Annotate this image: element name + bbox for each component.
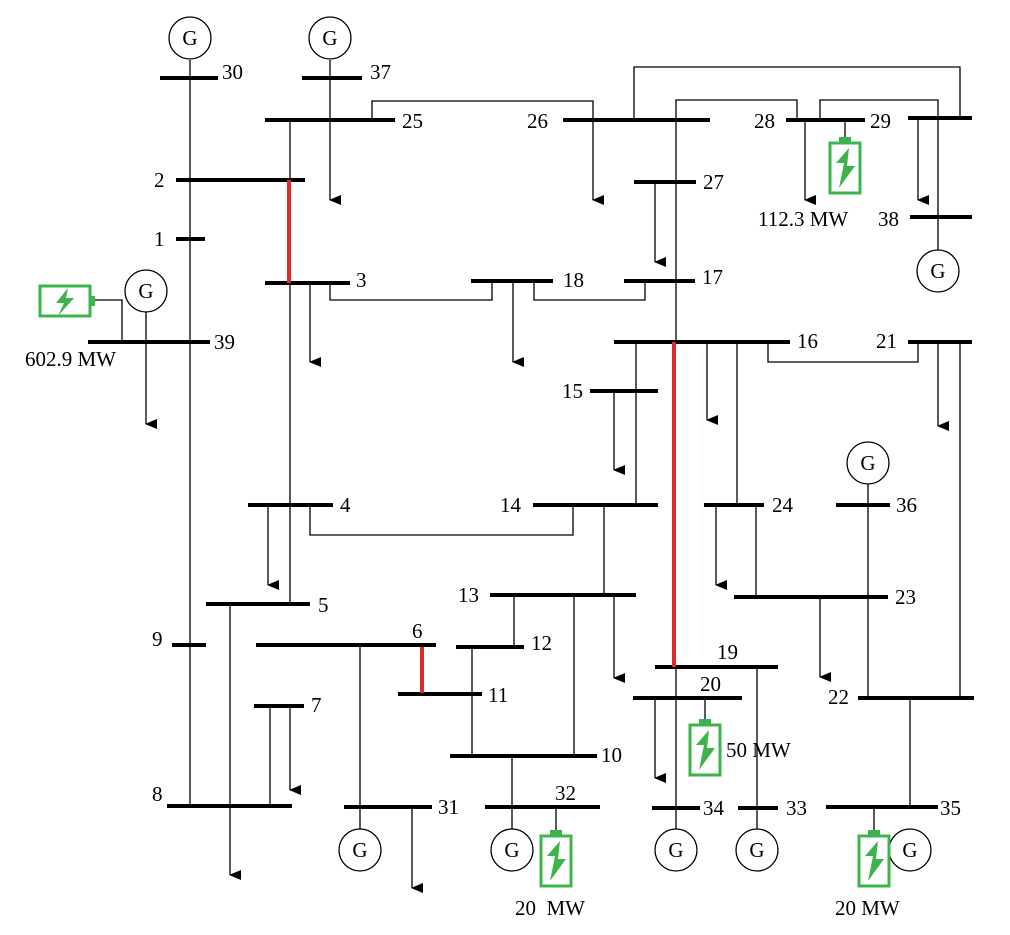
loads xyxy=(145,118,949,893)
storage-labels: 602.9 MW 112.3 MW 50 MW 20 MW 20 MW xyxy=(25,207,900,920)
line-4-14 xyxy=(309,505,574,536)
bus-label-38: 38 xyxy=(878,207,899,231)
line-3-18 xyxy=(329,281,493,301)
bus-label-9: 9 xyxy=(152,627,163,651)
bus-label-36: 36 xyxy=(896,493,917,517)
bus-label-33: 33 xyxy=(786,796,807,820)
svg-text:G: G xyxy=(860,451,875,475)
svg-text:G: G xyxy=(182,26,197,50)
battery-storage-icon xyxy=(38,284,95,318)
bus-label-3: 3 xyxy=(356,268,367,292)
generator-icon: G xyxy=(338,828,382,872)
bus-label-14: 14 xyxy=(500,493,522,517)
bus-label-6: 6 xyxy=(412,619,423,643)
bus-label-37: 37 xyxy=(370,60,391,84)
bus-label-28: 28 xyxy=(754,109,775,133)
bus-label-21: 21 xyxy=(876,329,897,353)
storage-label-32: 20 MW xyxy=(515,896,585,920)
svg-text:G: G xyxy=(322,26,337,50)
line-18-17 xyxy=(533,281,646,301)
generators: G G G G G G G G xyxy=(124,16,960,872)
bus-label-29: 29 xyxy=(870,109,891,133)
highlighted-lines xyxy=(287,180,676,693)
bus-label-20: 20 xyxy=(700,672,721,696)
bus-label-8: 8 xyxy=(152,782,163,806)
bus-label-35: 35 xyxy=(940,796,961,820)
generator-icon: G xyxy=(916,249,960,293)
line-28-29 xyxy=(819,99,939,120)
transmission-lines xyxy=(92,60,961,880)
bus-label-19: 19 xyxy=(717,640,738,664)
svg-text:G: G xyxy=(352,838,367,862)
generator-icon: G xyxy=(168,16,212,60)
bus-label-24: 24 xyxy=(772,493,794,517)
bus-label-17: 17 xyxy=(702,265,723,289)
bus-label-30: 30 xyxy=(222,60,243,84)
line-26-28 xyxy=(675,99,798,120)
generator-icon: G xyxy=(846,441,890,485)
storage-label-20: 50 MW xyxy=(726,738,791,762)
bus-labels: 30 37 25 26 28 29 2 27 38 1 3 18 17 39 1… xyxy=(152,60,961,820)
bus-label-32: 32 xyxy=(555,781,576,805)
bus-label-5: 5 xyxy=(318,593,329,617)
line-26-29 xyxy=(633,66,961,120)
storage-units xyxy=(38,137,891,888)
storage-label-28: 112.3 MW xyxy=(758,207,848,231)
bus-label-11: 11 xyxy=(488,683,508,707)
bus-label-12: 12 xyxy=(531,631,552,655)
bus-label-10: 10 xyxy=(601,743,622,767)
storage-label-39: 602.9 MW xyxy=(25,347,116,371)
bus-label-39: 39 xyxy=(214,330,235,354)
bus-label-4: 4 xyxy=(340,493,351,517)
svg-text:G: G xyxy=(902,838,917,862)
generator-icon: G xyxy=(654,828,698,872)
bus-label-15: 15 xyxy=(562,379,583,403)
bus-label-31: 31 xyxy=(438,795,459,819)
bus-label-2: 2 xyxy=(154,168,165,192)
battery-storage-icon xyxy=(857,830,891,888)
line-25-26 xyxy=(371,100,594,120)
generator-icon: G xyxy=(490,828,534,872)
bus-label-34: 34 xyxy=(703,796,725,820)
bus-label-7: 7 xyxy=(311,693,322,717)
generator-icon: G xyxy=(888,828,932,872)
svg-text:G: G xyxy=(930,259,945,283)
line-39-storage xyxy=(92,299,123,342)
bus-label-27: 27 xyxy=(703,170,724,194)
svg-text:G: G xyxy=(138,279,153,303)
battery-storage-icon xyxy=(688,719,722,777)
bus-label-25: 25 xyxy=(402,109,423,133)
bus-label-26: 26 xyxy=(527,109,548,133)
generator-icon: G xyxy=(308,16,352,60)
line-16-21 xyxy=(767,342,919,363)
bus-label-13: 13 xyxy=(458,583,479,607)
battery-storage-icon xyxy=(539,830,573,888)
battery-storage-icon xyxy=(828,137,862,195)
storage-label-35: 20 MW xyxy=(835,896,900,920)
bus-label-16: 16 xyxy=(797,329,818,353)
svg-text:G: G xyxy=(504,838,519,862)
bus-label-23: 23 xyxy=(895,585,916,609)
bus-label-18: 18 xyxy=(563,268,584,292)
generator-icon: G xyxy=(735,828,779,872)
svg-text:G: G xyxy=(749,838,764,862)
bus-label-22: 22 xyxy=(828,685,849,709)
generator-icon: G xyxy=(124,269,168,313)
svg-text:G: G xyxy=(668,838,683,862)
bus-label-1: 1 xyxy=(154,227,165,251)
